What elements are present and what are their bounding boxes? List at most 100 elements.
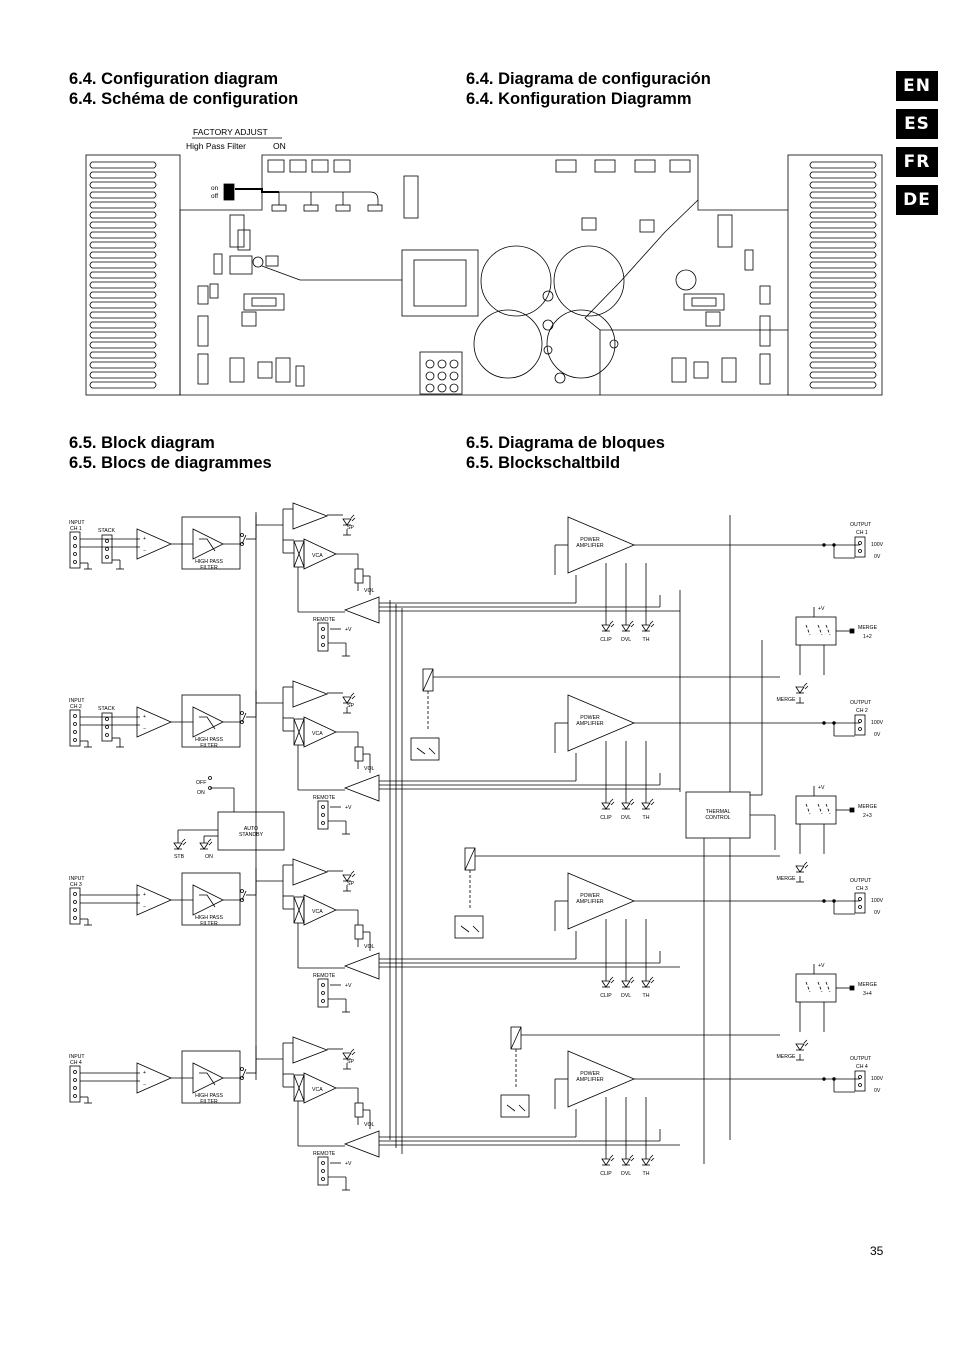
hpf-box (181, 516, 241, 570)
on-led-icon (199, 842, 209, 850)
hpf-triangle (192, 706, 224, 738)
status-led-label: CLIP (600, 993, 612, 999)
connector-icon (854, 536, 866, 558)
status-led-icon (621, 1158, 631, 1166)
power-amp-label-2: AMPLIFIER (576, 721, 604, 727)
input-ch-label: CH 2 (70, 704, 82, 710)
merge-led-label: MERGE (776, 1054, 796, 1060)
pin-icon (73, 536, 77, 540)
pin-icon (321, 643, 325, 647)
auto-standby-box (217, 811, 285, 851)
hpf-triangle (192, 884, 224, 916)
power-amp-label-2: AMPLIFIER (576, 1077, 604, 1083)
input-amp-triangle (136, 884, 172, 916)
power-amp-label-1: POWER (580, 715, 600, 721)
hpf-triangle (192, 528, 224, 560)
merge-label: MERGE (858, 982, 878, 988)
vca-triangle (303, 538, 337, 570)
output-label: OUTPUT (850, 700, 872, 706)
vol-pot (354, 1102, 364, 1118)
pin-icon (73, 916, 77, 920)
status-led-label: OVL (621, 815, 631, 821)
minus-sign: − (143, 548, 146, 554)
merge-led-label: MERGE (776, 697, 796, 703)
input-label: INPUT (69, 1054, 85, 1060)
language-tab-es[interactable]: ES (896, 109, 938, 139)
vol-label: VOL (364, 588, 374, 594)
switch-off-label: off (211, 193, 218, 200)
pin-icon (858, 549, 862, 553)
merge-plusv-label: +V (818, 606, 825, 612)
hpf-label-line2: FILTER (200, 921, 218, 927)
connector-icon (101, 712, 113, 742)
remote-label: REMOTE (313, 973, 336, 979)
connector-icon (69, 1065, 81, 1103)
auto-standby-label-2: STANDBY (239, 832, 264, 838)
hpf-state: ON (273, 141, 286, 151)
sp-label: SP (347, 1059, 354, 1065)
factory-adjust-label: FACTORY ADJUST (193, 127, 268, 137)
heatsink-right (809, 161, 877, 389)
stb-label: STB (174, 854, 185, 860)
pin-icon (858, 541, 862, 545)
remote-amp-triangle (343, 1130, 380, 1158)
input-amp-triangle (136, 1062, 172, 1094)
pin-icon (73, 1078, 77, 1082)
language-tab-en[interactable]: EN (896, 71, 938, 101)
pin-icon (858, 1075, 862, 1079)
status-led-label: TH (643, 993, 650, 999)
status-led-icon (641, 624, 651, 632)
status-led-label: OVL (621, 1171, 631, 1177)
merge-label: MERGE (858, 625, 878, 631)
connector-icon (854, 1070, 866, 1092)
pin-icon (105, 539, 109, 543)
vca-label: VCA (312, 731, 323, 737)
pin-icon (321, 635, 325, 639)
sp-led-icon (342, 1052, 352, 1060)
hpf-label-line1: HIGH PASS (195, 915, 223, 921)
plus-sign: + (143, 536, 146, 542)
relay-switch-box (410, 737, 440, 761)
status-led-icon (601, 802, 611, 810)
status-led-icon (601, 1158, 611, 1166)
thermal-label-2: CONTROL (705, 815, 730, 821)
merge-led-icon (795, 1043, 805, 1051)
sp-amp-triangle (292, 1036, 329, 1064)
input-label: INPUT (69, 698, 85, 704)
vol-label: VOL (364, 1122, 374, 1128)
pin-icon (858, 897, 862, 901)
sp-label: SP (347, 881, 354, 887)
merge-ch-label: 3+4 (863, 991, 872, 997)
status-led-icon (621, 624, 631, 632)
language-tab-de[interactable]: DE (896, 185, 938, 215)
status-led-icon (601, 980, 611, 988)
merge-relay-box (795, 616, 837, 646)
hpf-label-line1: HIGH PASS (195, 559, 223, 565)
power-amp-label-2: AMPLIFIER (576, 899, 604, 905)
hpf-label-line2: FILTER (200, 565, 218, 571)
remote-label: REMOTE (313, 617, 336, 623)
pin-icon (73, 1070, 77, 1074)
pin-icon (73, 722, 77, 726)
status-led-label: TH (643, 1171, 650, 1177)
status-led-icon (601, 624, 611, 632)
plusv-label: +V (345, 1161, 352, 1167)
pin-icon (73, 714, 77, 718)
switch-on-label: on (211, 185, 219, 192)
hpf-triangle (192, 1062, 224, 1094)
status-led-label: CLIP (600, 1171, 612, 1177)
pin-icon (321, 805, 325, 809)
language-tab-fr[interactable]: FR (896, 147, 938, 177)
pin-icon (321, 1161, 325, 1165)
plusv-label: +V (345, 983, 352, 989)
sp-amp-triangle (292, 858, 329, 886)
out-0v-label: 0V (874, 732, 881, 738)
power-amp-label-1: POWER (580, 537, 600, 543)
pin-icon (321, 821, 325, 825)
output-label: OUTPUT (850, 522, 872, 528)
connector-icon (317, 1156, 329, 1186)
sp-amp-triangle (292, 680, 329, 708)
out-0v-label: 0V (874, 1088, 881, 1094)
hpf-label-line1: HIGH PASS (195, 737, 223, 743)
merge-relay-box (795, 973, 837, 1003)
